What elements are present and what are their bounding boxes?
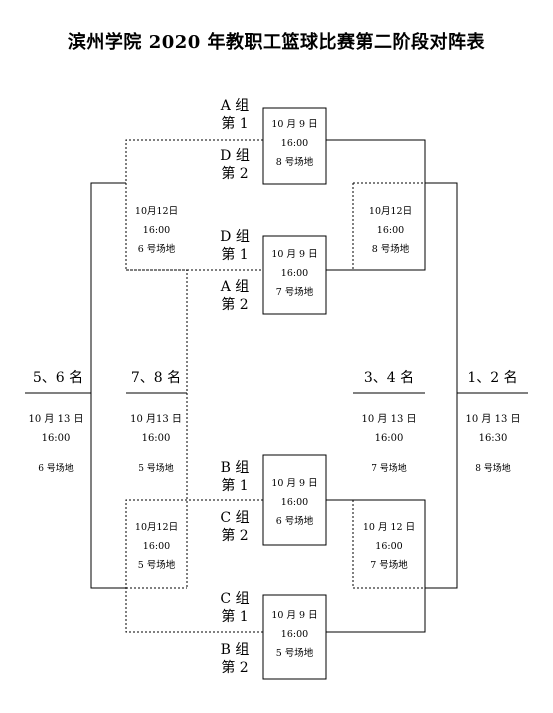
team-label: D 组 第 2 bbox=[210, 147, 260, 183]
group-label: D 组 bbox=[220, 229, 250, 245]
bracket-right-top bbox=[326, 139, 426, 271]
rank-label: 第 1 bbox=[221, 116, 249, 132]
team-label: C 组 第 2 bbox=[210, 509, 260, 545]
match-date: 10 月 9 日 bbox=[271, 119, 318, 130]
match-info: 10 月 9 日 16:00 5 号场地 bbox=[263, 606, 326, 663]
rank-label: 第 2 bbox=[221, 660, 249, 676]
match-time: 16:00 bbox=[280, 497, 309, 508]
match-info: 10 月 9 日 16:00 6 号场地 bbox=[263, 474, 326, 531]
bracket-5-6 bbox=[90, 182, 126, 589]
group-label: C 组 bbox=[220, 510, 250, 526]
match-info: 10 月 9 日 16:00 7 号场地 bbox=[263, 245, 326, 302]
rank-title: 7、8 名 bbox=[130, 370, 182, 386]
dotted-right-bottom-side bbox=[352, 500, 425, 589]
match-date: 10 月 9 日 bbox=[271, 478, 318, 489]
match-date: 10 月 12 日 bbox=[362, 522, 416, 533]
match-time: 16:00 bbox=[142, 541, 171, 552]
group-label: C 组 bbox=[220, 591, 250, 607]
match-venue: 5 号场地 bbox=[275, 648, 314, 659]
match-time: 16:30 bbox=[478, 433, 508, 444]
semi-info: 10月12日 16:00 8 号场地 bbox=[358, 202, 423, 259]
rank-label: 第 2 bbox=[221, 297, 249, 313]
group-label: A 组 bbox=[220, 279, 250, 295]
match-time: 16:00 bbox=[376, 225, 405, 236]
rank-label: 第 1 bbox=[221, 609, 249, 625]
semi-info: 10 月 12 日 16:00 7 号场地 bbox=[353, 518, 425, 575]
match-venue: 6 号场地 bbox=[137, 244, 176, 255]
team-label: B 组 第 1 bbox=[210, 459, 260, 495]
group-label: A 组 bbox=[220, 98, 250, 114]
match-venue: 6 号场地 bbox=[38, 464, 74, 474]
final-info: 10 月 13 日 16:00 7 号场地 bbox=[351, 410, 427, 479]
match-venue: 8 号场地 bbox=[475, 464, 511, 474]
match-venue: 7 号场地 bbox=[275, 287, 314, 298]
match-time: 16:00 bbox=[41, 433, 71, 444]
match-box-1 bbox=[262, 107, 327, 185]
match-venue: 5 号场地 bbox=[137, 560, 176, 571]
team-label: A 组 第 2 bbox=[210, 278, 260, 314]
match-date: 10 月 9 日 bbox=[271, 610, 318, 621]
bracket-right-bottom bbox=[326, 499, 426, 633]
semi-info: 10月12日 16:00 6 号场地 bbox=[126, 202, 187, 259]
rank-label: 第 1 bbox=[221, 247, 249, 263]
rank-title: 3、4 名 bbox=[363, 370, 415, 386]
rank-label: 第 2 bbox=[221, 166, 249, 182]
rank-title: 1、2 名 bbox=[467, 370, 518, 386]
match-time: 16:00 bbox=[280, 268, 309, 279]
group-label: B 组 bbox=[220, 642, 250, 658]
bracket-1-2 bbox=[425, 182, 458, 589]
group-label: D 组 bbox=[220, 148, 250, 164]
match-info: 10 月 9 日 16:00 8 号场地 bbox=[263, 115, 326, 172]
match-venue: 7 号场地 bbox=[370, 560, 408, 571]
dotted-bracket-left-top bbox=[125, 139, 263, 271]
dotted-bracket-7-8 bbox=[126, 269, 188, 588]
match-box-4 bbox=[262, 594, 327, 680]
final-info: 10 月 13 日 16:00 6 号场地 bbox=[18, 410, 94, 479]
match-date: 10 月 13 日 bbox=[465, 414, 521, 425]
rank-title: 5、6 名 bbox=[32, 370, 84, 386]
match-date: 10 月 9 日 bbox=[271, 249, 318, 260]
match-venue: 7 号场地 bbox=[371, 464, 407, 474]
match-time: 16:00 bbox=[375, 541, 403, 552]
final-info: 10 月 13 日 16:30 8 号场地 bbox=[455, 410, 531, 479]
match-venue: 8 号场地 bbox=[371, 244, 410, 255]
match-time: 16:00 bbox=[280, 138, 309, 149]
match-date: 10月12日 bbox=[368, 206, 413, 217]
team-label: C 组 第 1 bbox=[210, 590, 260, 626]
match-time: 16:00 bbox=[141, 433, 171, 444]
team-label: B 组 第 2 bbox=[210, 641, 260, 677]
team-label: A 组 第 1 bbox=[210, 97, 260, 133]
rank-label: 第 2 bbox=[221, 528, 249, 544]
rank-label: 第 1 bbox=[221, 478, 249, 494]
match-box-2 bbox=[262, 235, 327, 315]
group-label: B 组 bbox=[220, 460, 250, 476]
match-venue: 8 号场地 bbox=[275, 157, 314, 168]
match-venue: 5 号场地 bbox=[138, 464, 174, 474]
match-date: 10月12日 bbox=[134, 522, 179, 533]
semi-info: 10月12日 16:00 5 号场地 bbox=[126, 518, 187, 575]
match-venue: 6 号场地 bbox=[275, 516, 314, 527]
match-time: 16:00 bbox=[280, 629, 309, 640]
match-date: 10 月13 日 bbox=[130, 414, 182, 425]
dotted-bracket-left-bottom bbox=[125, 499, 263, 633]
match-date: 10月12日 bbox=[134, 206, 179, 217]
match-date: 10 月 13 日 bbox=[28, 414, 84, 425]
match-date: 10 月 13 日 bbox=[361, 414, 417, 425]
match-time: 16:00 bbox=[374, 433, 404, 444]
team-label: D 组 第 1 bbox=[210, 228, 260, 264]
final-info: 10 月13 日 16:00 5 号场地 bbox=[118, 410, 194, 479]
match-time: 16:00 bbox=[142, 225, 171, 236]
page-title: 滨州学院 2020 年教职工篮球比赛第二阶段对阵表 bbox=[67, 32, 486, 53]
